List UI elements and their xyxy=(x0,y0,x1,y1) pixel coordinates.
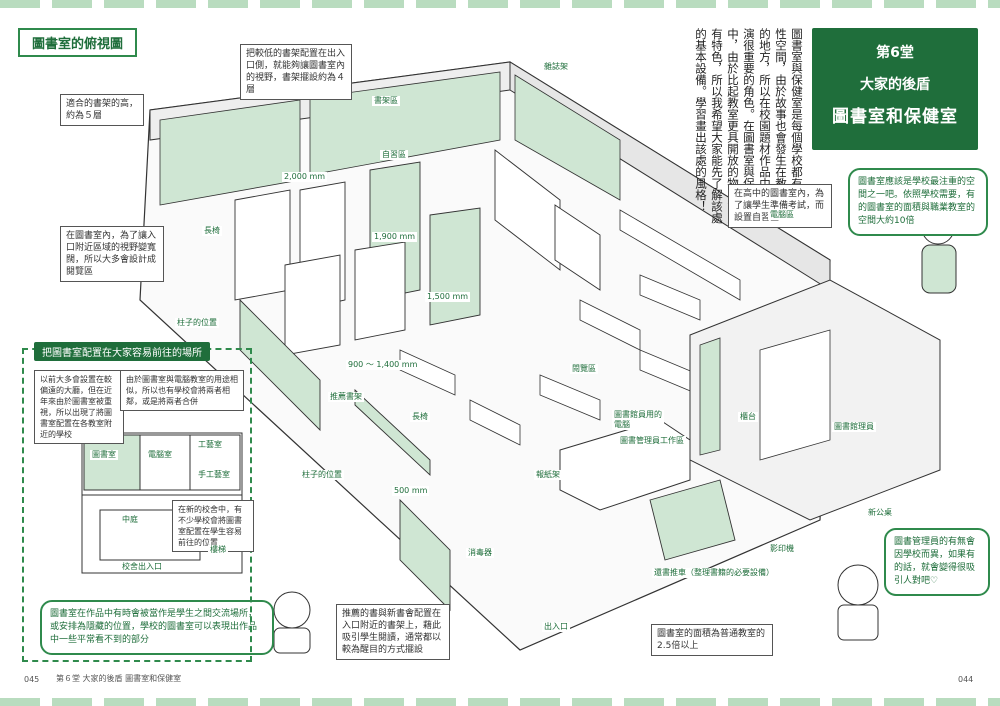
speech-bubble-teacher-right: 圖書管理員的有無會因學校而異，如果有的話，就會變得很吸引人對吧♡ xyxy=(884,528,990,596)
teacher-character-head xyxy=(837,564,879,606)
chapter-title-box: 第6堂 大家的後盾 圖書室和保健室 xyxy=(812,28,978,150)
inset-map-stairs: 樓梯 xyxy=(208,545,228,555)
label-book-cart: 還書推車（整理書籍的必要設備） xyxy=(652,568,776,578)
inset-map-courtyard: 中庭 xyxy=(120,515,140,525)
inset-map-computer-room: 電腦室 xyxy=(146,450,174,460)
label-magazine-rack: 雜誌架 xyxy=(542,62,570,72)
label-pillar-1: 柱子的位置 xyxy=(175,318,219,328)
label-counter: 櫃台 xyxy=(738,412,758,422)
note-low-shelf: 把較低的書架配置在出入口側，就能夠讓圖書室內的視野，書架擺設約為４層 xyxy=(240,44,352,100)
note-shelf-height: 適合的書架的高，約為５層 xyxy=(60,94,144,126)
intro-paragraph: 圖書室與保健室是每個學校都有的代表性空間，由於故事也會發生在教室以外的地方，所以… xyxy=(694,28,804,224)
label-sanitizer: 消毒器 xyxy=(466,548,494,558)
note-recommend-shelf: 推薦的書與新書會配置在入口附近的書架上，藉此吸引學生閱讀，通常都以較為醒目的方式… xyxy=(336,604,450,660)
chapter-subtitle: 大家的後盾 xyxy=(860,77,930,93)
top-decorative-band xyxy=(0,0,1000,8)
label-newspaper-rack: 報紙架 xyxy=(534,470,564,480)
shelf-unit xyxy=(554,204,601,291)
illustration-title: 圖書室的俯視圖 xyxy=(18,28,138,57)
label-librarian-workspace: 圖書管理員工作區 xyxy=(618,436,686,446)
inset-map-handcraft-room: 手工藝室 xyxy=(196,470,232,480)
label-librarian-pc: 圖書館員用的電腦 xyxy=(612,410,664,430)
label-bench-2: 長椅 xyxy=(410,412,430,422)
inset-title: 把圖書室配置在大家容易前往的場所 xyxy=(34,342,210,361)
label-copier: 影印機 xyxy=(768,544,796,554)
note-area-size: 圖書室的面積為普通教室的2.5倍以上 xyxy=(651,624,773,656)
left-footer-chapter: 第６堂 大家的後盾 圖書室和保健室 xyxy=(56,674,182,683)
inset-map-library: 圖書室 xyxy=(90,450,118,460)
inset-map-entrance: 校舍出入口 xyxy=(120,562,164,572)
chapter-number: 第6堂 xyxy=(876,45,914,61)
label-dim-900-1400: 900 ～ 1,400 mm xyxy=(346,360,420,370)
shelf-unit xyxy=(429,207,481,326)
speech-bubble-teacher-left: 圖書室在作品中有時會被當作是學生之間交流場所，或安排為隱藏的位置，學校的圖書室可… xyxy=(40,600,274,655)
label-librarian: 圖書館理員 xyxy=(832,422,876,432)
right-page-number: 044 xyxy=(958,675,974,684)
label-shelf-area: 書架區 xyxy=(372,96,400,106)
shelf-unit xyxy=(494,149,561,271)
teacher-character-head-2 xyxy=(273,591,311,629)
inset-map-craft-room: 工藝室 xyxy=(196,440,224,450)
label-study-area: 自習區 xyxy=(380,150,408,160)
chapter-title: 圖書室和保健室 xyxy=(832,107,958,127)
speech-bubble-anatomy: 圖書室應該是學校最注重的空間之一吧。依照學校需要，有的圖書室的面積與職業教室的空… xyxy=(848,168,988,236)
left-page-number: 045 xyxy=(24,675,40,684)
inset-note-c: 在新的校舍中，有不少學校會將圖書室配置在學生容易前往的位置 xyxy=(172,500,254,552)
label-dim-1900: 1,900 mm xyxy=(372,232,418,242)
label-recommend-shelf: 推薦書架 xyxy=(328,392,364,402)
note-reading-area: 在圖書室內，為了讓入口附近區域的視野變寬闊，所以大多會設計成閱覽區 xyxy=(60,226,164,282)
shelf-unit xyxy=(234,189,291,301)
label-pillar-2: 柱子的位置 xyxy=(300,470,344,480)
label-dim-1500: 1,500 mm xyxy=(425,292,471,302)
label-pc-area: 電腦區 xyxy=(768,210,796,220)
inset-note-a: 以前大多會設置在較偏遠的大廳，但在近年來由於圖書室被重視，所以出現了將圖書室配置… xyxy=(34,370,124,444)
note-study-area: 在高中的圖書室內，為了讓學生準備考試，而設置自習區 xyxy=(728,184,832,228)
label-reading-area: 閱覽區 xyxy=(570,364,598,374)
label-office-desk: 新公桌 xyxy=(866,508,894,518)
shelf-unit xyxy=(284,254,341,356)
bottom-decorative-band xyxy=(0,698,1000,706)
label-dim-500: 500 mm xyxy=(392,486,430,496)
label-bench-1: 長椅 xyxy=(202,226,222,236)
shelf-unit xyxy=(354,241,406,341)
label-entrance: 出入口 xyxy=(542,622,570,632)
label-dim-2000: 2,000 mm xyxy=(282,172,328,182)
inset-note-b: 由於圖書室與電腦教室的用途相似，所以也有學校會將兩者相鄰，或是將兩者合併 xyxy=(120,370,244,411)
